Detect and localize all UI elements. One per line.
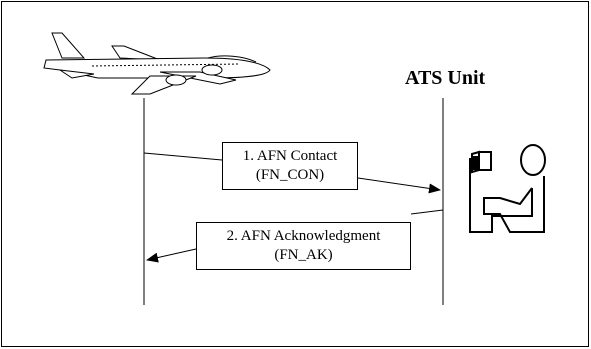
message-code: (FN_AK)	[274, 247, 333, 263]
message-label: 2. AFN Acknowledgment	[226, 228, 381, 244]
message-code: (FN_CON)	[255, 167, 325, 183]
msg2-arrow	[146, 248, 197, 263]
ats-unit-label: ATS Unit	[405, 67, 486, 89]
msg1-arrow-segment-a	[143, 152, 223, 161]
message-box-afn-contact: 1. AFN Contact (FN_CON)	[222, 142, 358, 190]
controller-workstation-icon	[469, 144, 546, 233]
message-box-afn-acknowledgment: 2. AFN Acknowledgment (FN_AK)	[196, 222, 411, 270]
airplane-icon	[43, 32, 271, 95]
message-label: 1. AFN Contact	[242, 148, 338, 164]
msg1-arrow	[357, 177, 441, 194]
msg2-arrow-segment-a	[410, 209, 444, 215]
